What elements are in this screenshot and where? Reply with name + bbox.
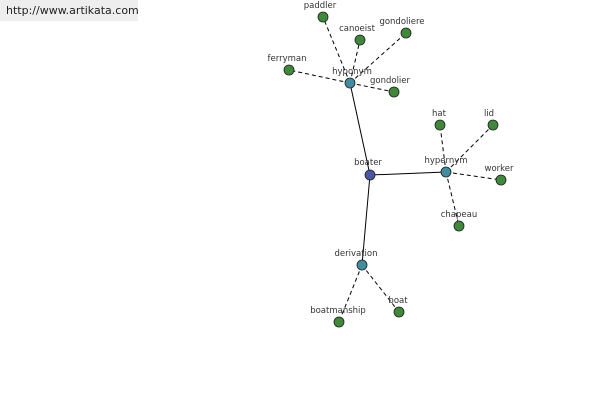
word-node-canoeist[interactable] bbox=[354, 34, 366, 46]
edge-hyponym-canoeist bbox=[349, 39, 361, 84]
word-node-lid[interactable] bbox=[487, 119, 499, 131]
word-label-gondolier[interactable]: gondolier bbox=[370, 76, 411, 86]
center-node-boater[interactable] bbox=[364, 169, 376, 181]
word-node-chapeau[interactable] bbox=[453, 220, 465, 232]
edge-hyponym-paddler bbox=[322, 16, 351, 84]
word-label-worker[interactable]: worker bbox=[485, 164, 514, 174]
edge-derivation-boatmanship bbox=[338, 264, 363, 323]
graph-nodes bbox=[283, 11, 507, 328]
graph-edges bbox=[288, 16, 502, 323]
word-node-boat[interactable] bbox=[393, 306, 405, 318]
edge-hypernym-chapeau bbox=[445, 171, 460, 227]
edge-boater-hyponym bbox=[349, 82, 371, 176]
word-node-boatmanship[interactable] bbox=[333, 316, 345, 328]
word-node-gondoliere[interactable] bbox=[400, 27, 412, 39]
relation-label-hyponym[interactable]: hyponym bbox=[332, 67, 372, 77]
word-node-ferryman[interactable] bbox=[283, 64, 295, 76]
edge-boater-hypernym bbox=[369, 171, 447, 176]
edge-hyponym-gondolier bbox=[349, 82, 395, 93]
edge-derivation-boat bbox=[361, 264, 400, 313]
word-label-boat[interactable]: boat bbox=[388, 296, 408, 306]
word-node-paddler[interactable] bbox=[317, 11, 329, 23]
word-node-gondolier[interactable] bbox=[388, 86, 400, 98]
relation-label-hypernym[interactable]: hypernym bbox=[424, 156, 467, 166]
word-label-gondoliere[interactable]: gondoliere bbox=[379, 17, 424, 27]
center-label-boater[interactable]: boater bbox=[354, 158, 382, 168]
word-label-chapeau[interactable]: chapeau bbox=[441, 210, 478, 220]
site-url-label[interactable]: http://www.artikata.com bbox=[0, 0, 139, 21]
relation-node-hyponym[interactable] bbox=[344, 77, 356, 89]
word-label-ferryman[interactable]: ferryman bbox=[268, 54, 307, 64]
edge-hyponym-gondoliere bbox=[349, 32, 407, 84]
edge-hypernym-worker bbox=[445, 171, 502, 181]
word-node-hat[interactable] bbox=[434, 119, 446, 131]
word-label-canoeist[interactable]: canoeist bbox=[339, 24, 375, 34]
word-label-boatmanship[interactable]: boatmanship bbox=[310, 306, 366, 316]
relation-label-derivation[interactable]: derivation bbox=[334, 249, 377, 259]
relation-node-hypernym[interactable] bbox=[440, 166, 452, 178]
edge-boater-derivation bbox=[361, 174, 371, 266]
word-label-paddler[interactable]: paddler bbox=[304, 1, 337, 11]
word-label-hat[interactable]: hat bbox=[432, 109, 447, 119]
edge-hyponym-ferryman bbox=[288, 69, 351, 84]
relation-node-derivation[interactable] bbox=[356, 259, 368, 271]
word-node-worker[interactable] bbox=[495, 174, 507, 186]
edge-hypernym-hat bbox=[439, 124, 447, 173]
word-label-lid[interactable]: lid bbox=[484, 109, 494, 119]
graph-labels: boater hyponym paddler canoeist gondoliere fe… bbox=[268, 1, 514, 316]
